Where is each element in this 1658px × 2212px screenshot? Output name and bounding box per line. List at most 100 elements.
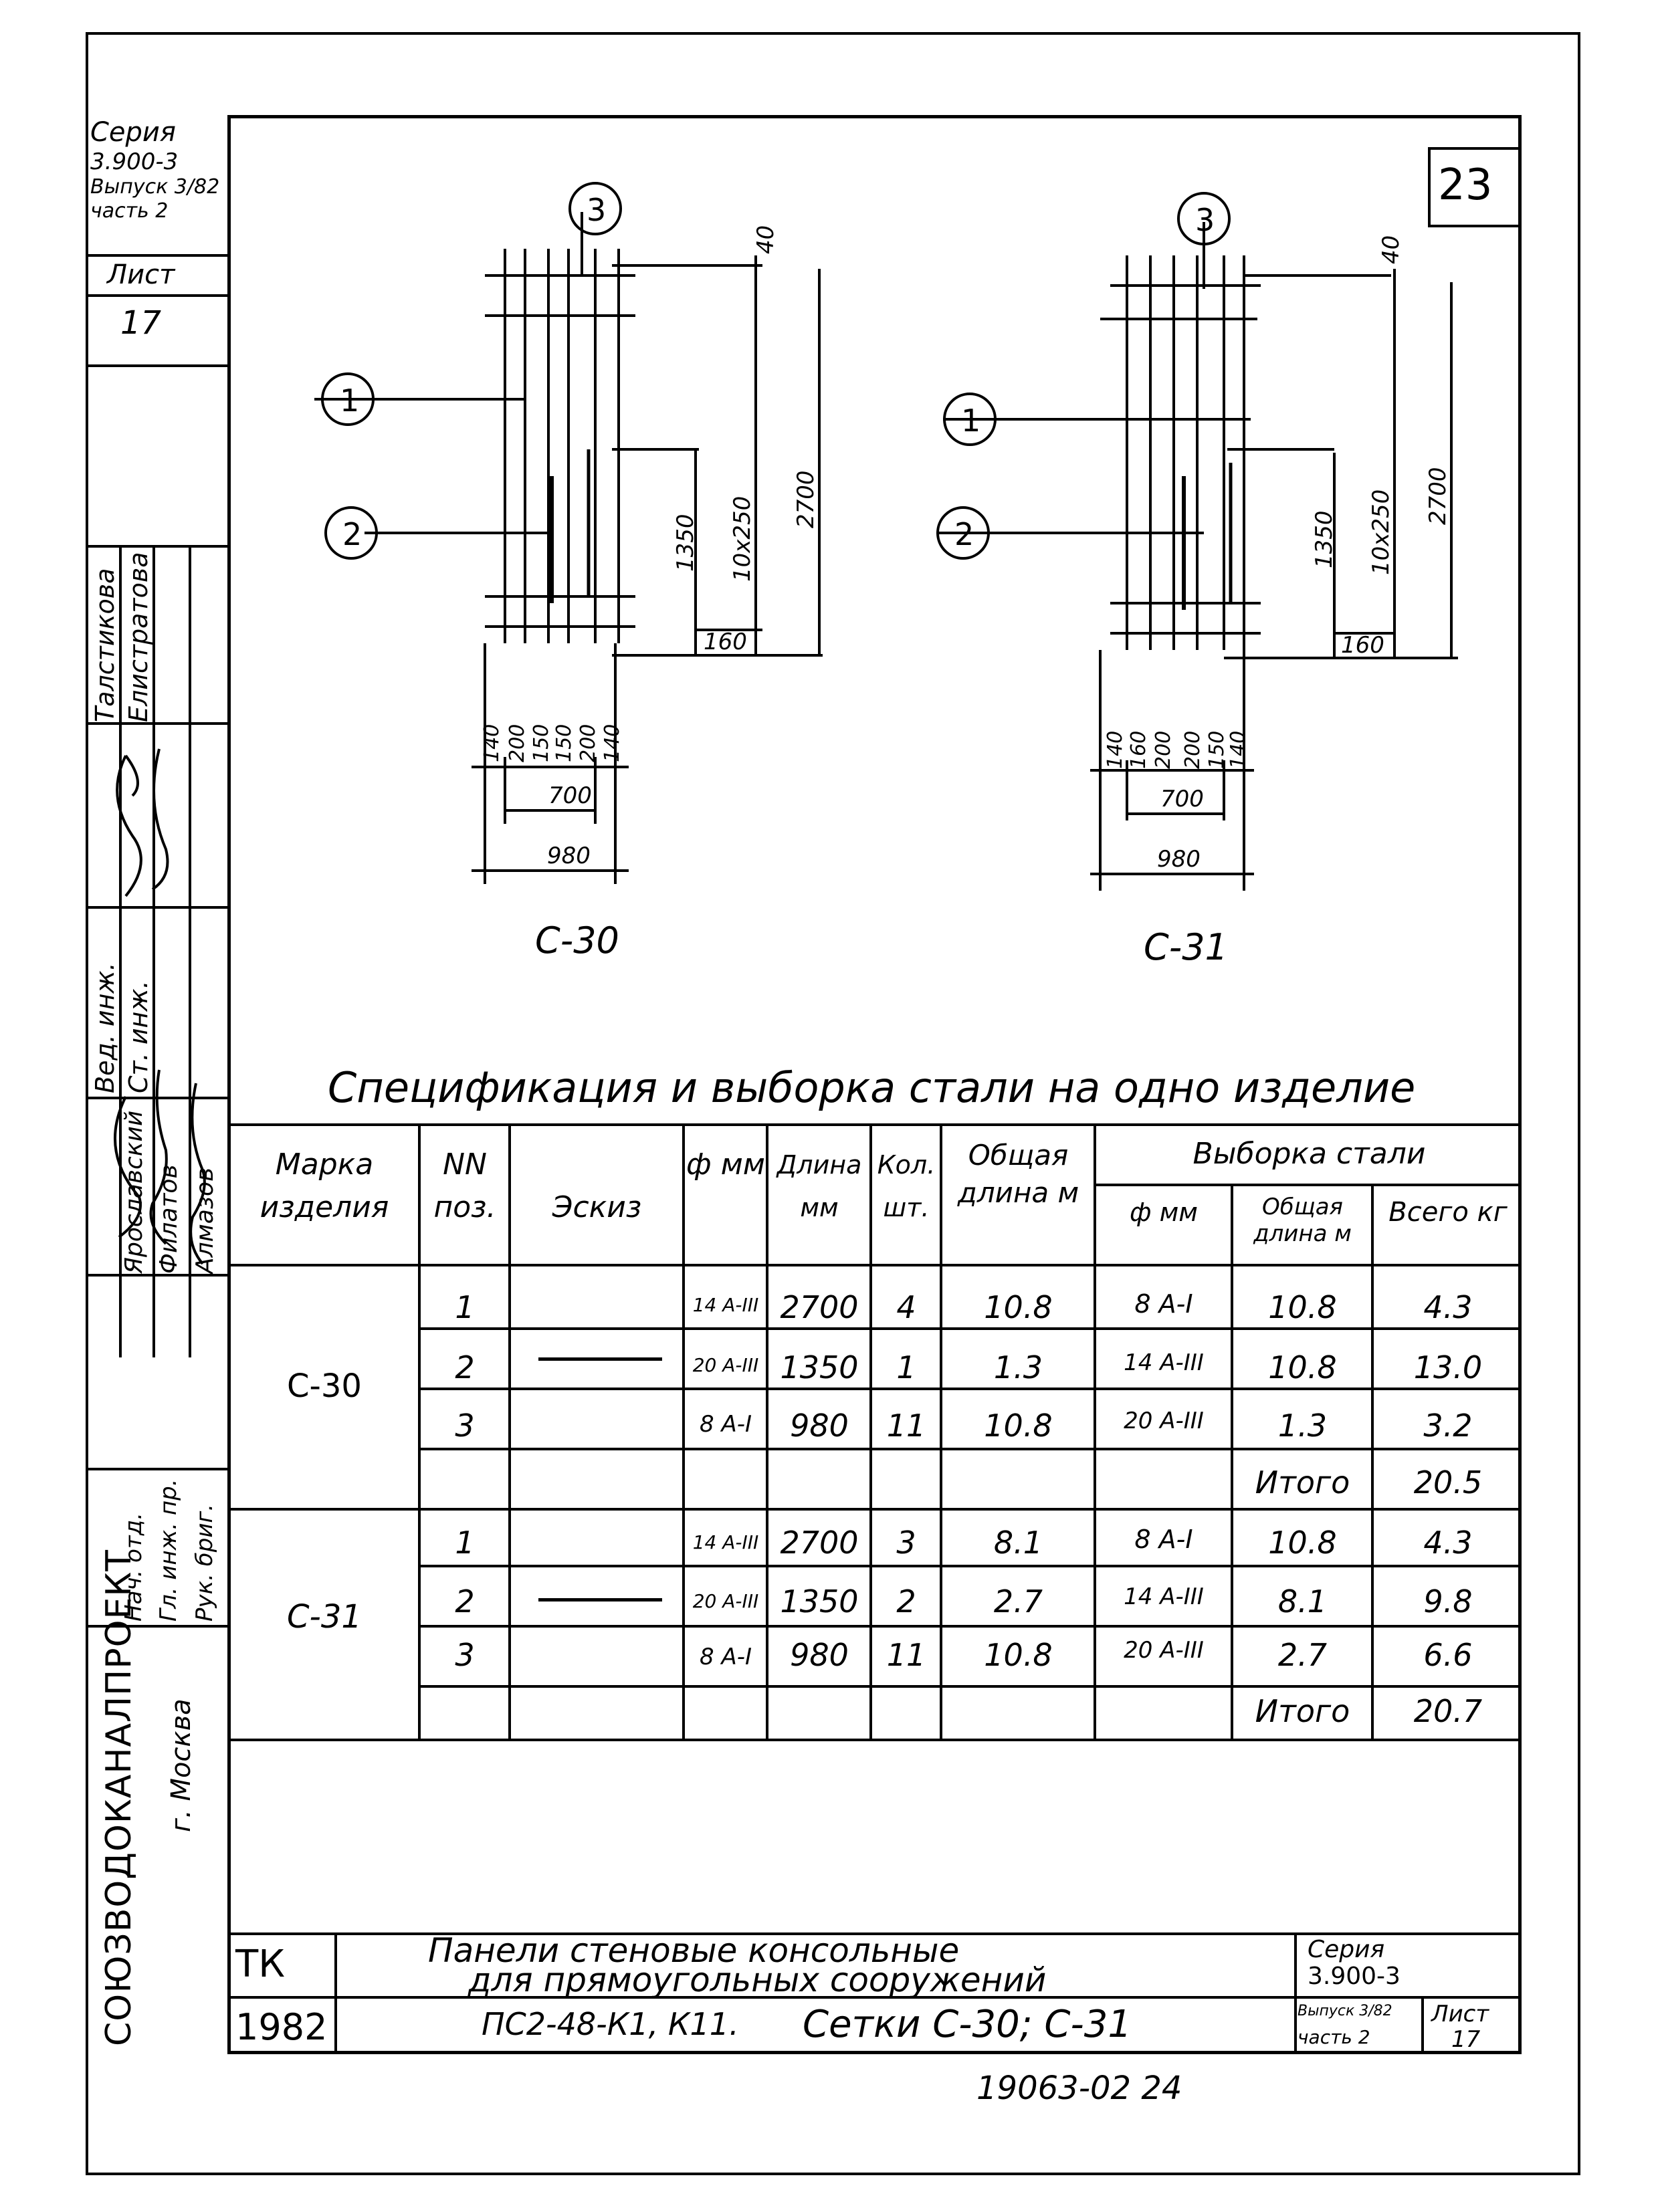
row-diam: 20 A-III	[692, 1354, 759, 1376]
row-qty: 2	[896, 1583, 916, 1620]
drawing-c31	[936, 192, 1458, 891]
header-mark: Марка изделия	[260, 1147, 389, 1224]
side-divider	[86, 722, 229, 725]
group-total-label: Итого	[1255, 1693, 1350, 1729]
signer-name: Талстикова	[90, 568, 120, 722]
side-divider	[86, 545, 229, 548]
row-qty: 11	[886, 1637, 926, 1673]
dim-label: 200	[506, 724, 529, 762]
side-divider	[86, 1625, 229, 1628]
dim-inner: 700	[548, 782, 592, 809]
row-s-diam: 8 A-I	[1134, 1289, 1193, 1319]
group-mark: С-31	[287, 1598, 362, 1636]
group-total-value: 20.5	[1413, 1464, 1483, 1501]
row-pos: 3	[455, 1637, 475, 1673]
drawing-label-c30: С-30	[535, 919, 619, 962]
footer-number: 19063-02 24	[976, 2070, 1182, 2107]
row-s-total: 13.0	[1413, 1349, 1483, 1386]
organization-city: г. Москва	[166, 1698, 197, 1832]
dim-label: 200	[577, 724, 600, 762]
title-issue: Выпуск 3/82	[1298, 2003, 1392, 2019]
header-sketch: Эскиз	[552, 1190, 642, 1224]
row-s-len: 10.8	[1268, 1525, 1337, 1561]
dim-label: 10x250	[1368, 489, 1394, 575]
callout-1: 1	[961, 403, 981, 439]
subtitle-left: ПС2-48-К1, К11.	[482, 2006, 739, 2042]
header-diam: ф мм	[686, 1147, 765, 1182]
dim-label: 2700	[1425, 467, 1451, 525]
side-sheet-label: Лист	[107, 259, 175, 290]
side-divider	[86, 1274, 229, 1277]
title-line-2: для прямоугольных сооружений	[468, 1961, 1047, 1999]
title-sheet-label: Лист	[1431, 2001, 1489, 2027]
row-s-total: 4.3	[1423, 1289, 1473, 1325]
group-total-label: Итого	[1255, 1464, 1350, 1501]
outer-border	[86, 32, 1580, 2175]
sheet-number-box	[1428, 147, 1522, 227]
organization-name: СОЮЗВОДОКАНАЛПРОЕКТ	[99, 1549, 139, 2046]
series-issue: Выпуск 3/82	[90, 175, 220, 199]
header-pos: NN поз.	[433, 1147, 496, 1224]
row-total-len: 10.8	[984, 1408, 1053, 1444]
sheet-number: 23	[1438, 160, 1493, 210]
drawing-frame	[227, 115, 1522, 2054]
dim-inner: 700	[1160, 786, 1204, 812]
row-qty: 11	[886, 1408, 926, 1444]
sketch-bar	[538, 1598, 662, 1601]
row-length: 1350	[780, 1583, 859, 1620]
title-year: 1982	[235, 2006, 328, 2048]
dim-label: 160	[1127, 730, 1150, 769]
callout-1: 1	[340, 382, 360, 419]
row-qty: 3	[896, 1525, 916, 1561]
dim-total: 980	[547, 843, 591, 869]
side-sheet-value: 17	[120, 304, 162, 342]
callout-3: 3	[587, 192, 607, 228]
row-pos: 3	[455, 1408, 475, 1444]
sig-col-line	[189, 545, 191, 1357]
dim-label: 150	[1205, 730, 1229, 769]
row-qty: 4	[896, 1289, 916, 1325]
row-s-diam: 20 A-III	[1124, 1637, 1204, 1664]
title-series-label: Серия	[1308, 1936, 1385, 1963]
title-part: часть 2	[1298, 2026, 1370, 2048]
dim-label: 40	[1378, 235, 1405, 264]
side-divider	[86, 294, 229, 297]
row-length: 980	[790, 1408, 849, 1444]
row-s-len: 8.1	[1277, 1583, 1328, 1620]
row-s-total: 3.2	[1423, 1408, 1473, 1444]
series-code: 3.900-3	[90, 148, 179, 175]
row-diam: 20 A-III	[692, 1590, 759, 1612]
dim-label: 140	[601, 724, 624, 762]
row-pos: 2	[455, 1349, 475, 1386]
row-length: 2700	[780, 1289, 859, 1325]
dim-label: 140	[1227, 730, 1250, 769]
subtitle-right: Сетки С-30; С-31	[803, 2003, 1132, 2046]
row-total-len: 2.7	[993, 1583, 1043, 1620]
callout-2: 2	[342, 516, 362, 552]
signer-role: Рук. бриг.	[191, 1503, 218, 1622]
row-s-diam: 20 A-III	[1124, 1408, 1204, 1434]
header-s-diam: ф мм	[1130, 1198, 1198, 1227]
side-divider	[86, 364, 229, 367]
row-s-diam: 8 A-I	[1134, 1525, 1193, 1554]
dim-label: 10x250	[729, 495, 756, 582]
title-series-value: 3.900-3	[1308, 1963, 1401, 1990]
dim-label: 150	[530, 724, 553, 762]
dim-label: 2700	[793, 470, 819, 528]
row-diam: 8 A-I	[700, 1411, 752, 1438]
row-s-diam: 14 A-III	[1124, 1349, 1204, 1376]
header-qty: Кол. шт.	[877, 1150, 936, 1222]
row-length: 980	[790, 1637, 849, 1673]
row-s-diam: 14 A-III	[1124, 1583, 1204, 1610]
callout-3: 3	[1195, 202, 1215, 238]
row-length: 2700	[780, 1525, 859, 1561]
row-total-len: 10.8	[984, 1637, 1053, 1673]
header-s-total: Всего кг	[1388, 1197, 1508, 1228]
drawing-c30	[314, 182, 823, 884]
series-part: часть 2	[90, 199, 169, 223]
dim-label: 1350	[1311, 510, 1338, 568]
row-diam: 14 A-III	[692, 1531, 759, 1553]
dim-label: 140	[1104, 730, 1127, 769]
row-s-total: 6.6	[1423, 1637, 1473, 1673]
